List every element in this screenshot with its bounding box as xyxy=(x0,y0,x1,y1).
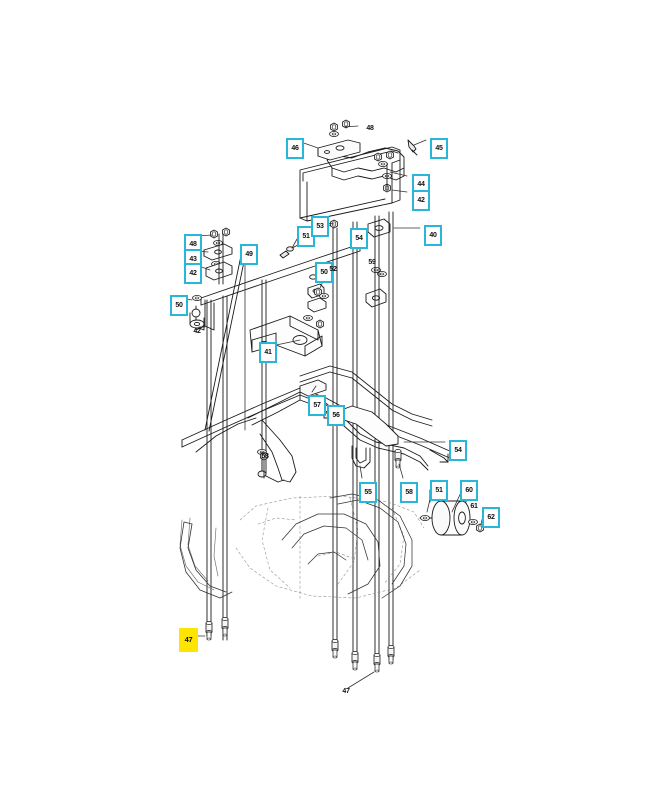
callout-57: 57 xyxy=(308,395,326,416)
callout-60: 60 xyxy=(460,480,478,501)
callout-44: 44 xyxy=(412,174,430,195)
callout-54: 54 xyxy=(449,440,467,461)
mower-deck-outline xyxy=(179,517,219,591)
deck-left-shroud xyxy=(179,521,233,599)
callout-42: 42 xyxy=(193,327,201,335)
callout-58: 58 xyxy=(261,452,269,460)
bottom-rod-ends xyxy=(205,617,395,673)
left-fastener-stack xyxy=(203,227,233,285)
callout-46: 46 xyxy=(286,138,304,159)
callout-50: 50 xyxy=(170,295,188,316)
mower-deck-shell xyxy=(281,493,413,599)
upper-strut-58 xyxy=(260,451,268,479)
mid-linkage-assembly xyxy=(181,365,453,483)
main-frame-arms xyxy=(189,211,394,661)
callout-61: 61 xyxy=(470,502,478,510)
callout-53: 53 xyxy=(311,216,329,237)
callout-45: 45 xyxy=(430,138,448,159)
callout-56: 56 xyxy=(327,405,345,426)
callout-47-highlighted: 47 xyxy=(179,628,198,652)
callout-55: 55 xyxy=(359,482,377,503)
callout-51: 51 xyxy=(430,480,448,501)
callout-58: 58 xyxy=(400,482,418,503)
mower-deck-hidden-detail xyxy=(235,495,425,601)
callout-42: 42 xyxy=(184,263,202,284)
callout-59: 59 xyxy=(368,258,376,266)
callout-49: 49 xyxy=(240,244,258,265)
callout-40: 40 xyxy=(424,225,442,246)
callout-48: 48 xyxy=(366,124,374,132)
callout-47: 47 xyxy=(342,687,350,695)
callout-52: 52 xyxy=(329,265,337,273)
callout-42: 42 xyxy=(412,190,430,211)
callout-54: 54 xyxy=(350,228,368,249)
callout-41: 41 xyxy=(259,342,277,363)
callout-62: 62 xyxy=(482,507,500,528)
upper-handle-frame xyxy=(299,119,418,222)
callout-50: 50 xyxy=(315,262,333,283)
